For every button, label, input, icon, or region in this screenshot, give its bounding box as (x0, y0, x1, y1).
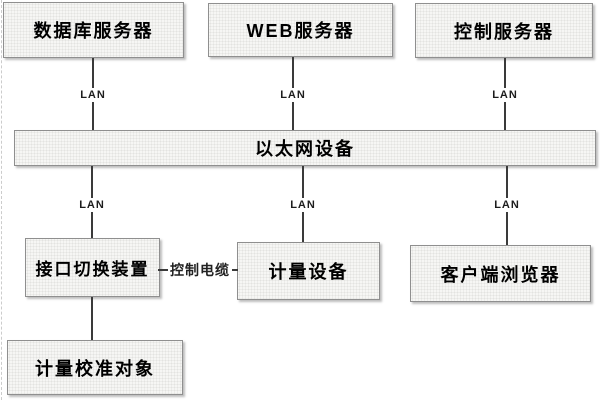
canvas-left-edge (1, 0, 2, 400)
node-metering-device: 计量设备 (237, 242, 380, 300)
lan-label-meter: LAN (287, 198, 319, 212)
node-control-server: 控制服务器 (415, 3, 593, 58)
node-interface-switch: 接口切换装置 (25, 238, 160, 297)
lan-label-control: LAN (489, 88, 521, 102)
lan-label-switch: LAN (76, 198, 108, 212)
control-cable-label: 控制电缆 (168, 261, 232, 279)
node-ethernet-device: 以太网设备 (14, 130, 596, 166)
node-calibration-object: 计量校准对象 (7, 340, 183, 395)
lan-label-client: LAN (491, 198, 523, 212)
connector-switch-to-calibration (91, 297, 93, 340)
node-client-browser: 客户端浏览器 (410, 245, 591, 302)
lan-label-web: LAN (277, 88, 309, 102)
lan-label-db: LAN (77, 88, 109, 102)
node-web-server: WEB服务器 (208, 3, 393, 57)
node-database-server: 数据库服务器 (3, 2, 184, 58)
